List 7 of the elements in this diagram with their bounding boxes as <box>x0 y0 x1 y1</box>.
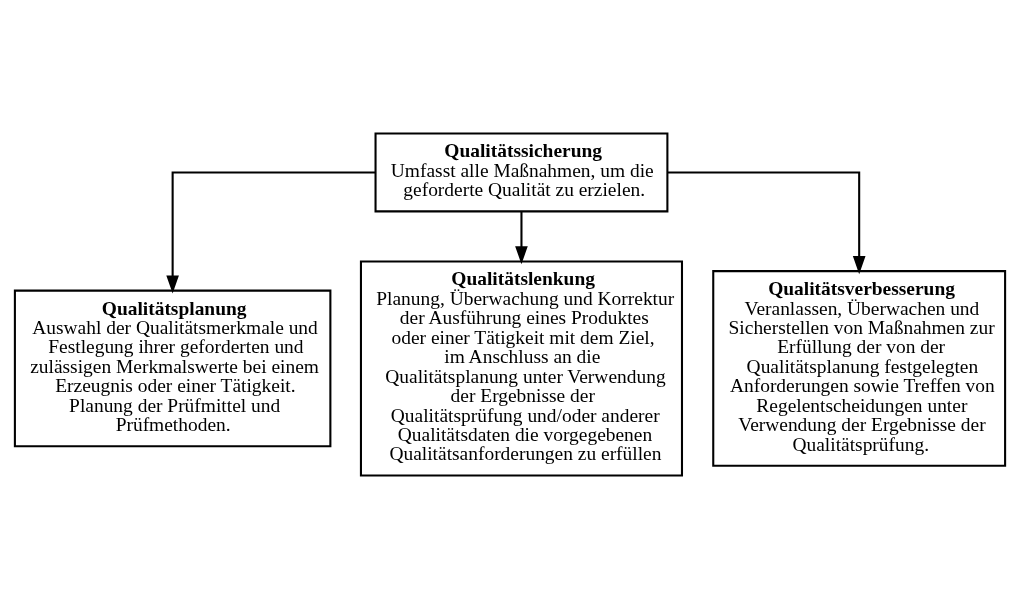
node-box: Qualitätslenkung Planung, Überwachung und Korrektur der Ausführung eines Produktes oder einer Tätigkeit mit dem Ziel, im Anschluss an die Qualitätsplanung unter Verwendung der Ergebnisse der Qualitätsprüfung und/oder anderer Qualitätsdaten die vorgegebenen Qualitätsanforderungen zu erfüllen <box>359 260 683 477</box>
node-box: Qualitätssicherung Umfasst alle Maßnahmen, um die geforderte Qualität zu erzielen. <box>374 132 668 213</box>
arrow <box>667 171 865 275</box>
arrow <box>165 171 375 294</box>
node-box: Qualitätsplanung Auswahl der Qualitätsmerkmale und Festlegung ihrer geforderten und zulässigen Merkmalswerte bei einem Erzeugnis oder einer Tätigkeit. Planung der Prüfmittel und Prüfmethoden. <box>13 289 331 448</box>
arrow <box>514 211 528 265</box>
node-box: Qualitätsverbesserung Veranlassen, Überwachen und Sicherstellen von Maßnahmen zur Erfüllung der von der Qualitätsplanung festgelegten Anforderungen sowie Treffen von Regelentscheidungen unter Verwendung der Ergebnisse der Qualitätsprüfung. <box>711 270 1006 467</box>
